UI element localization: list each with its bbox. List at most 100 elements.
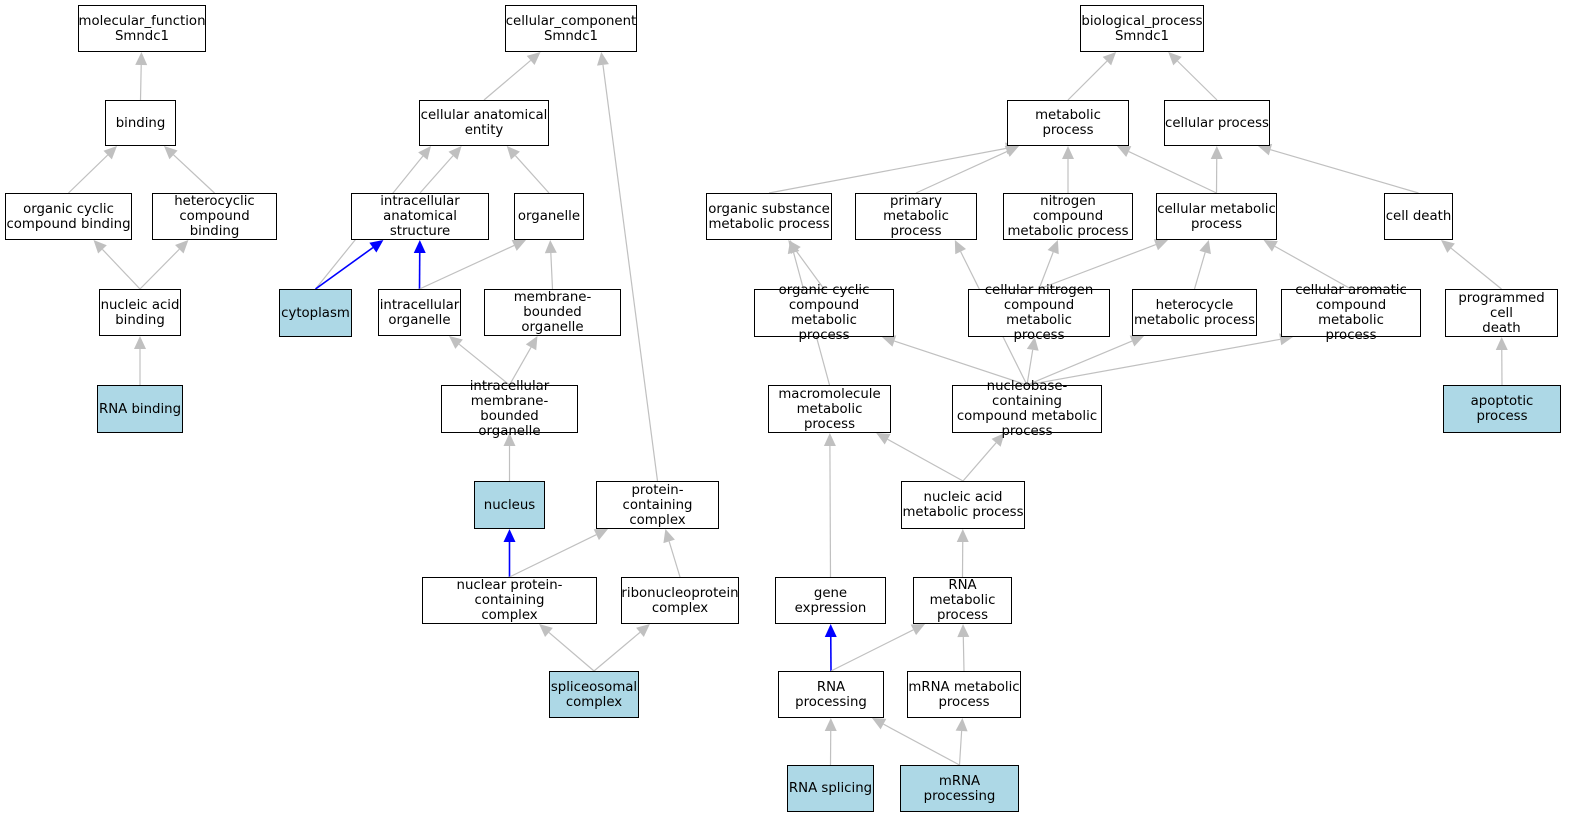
arrowhead-cacmp-to-cmp <box>1263 240 1278 252</box>
term-node-occmp[interactable]: organic cyclic compound metabolic proces… <box>754 283 894 343</box>
arrowhead-rnamp-to-namp <box>956 529 969 543</box>
term-node-met[interactable]: metabolic process <box>1007 100 1129 146</box>
arrowhead-nbcmp-to-occmp <box>882 335 897 347</box>
term-node-osmp[interactable]: organic substance metabolic process <box>706 193 832 240</box>
edge-cncmp-to-ncmp <box>1038 251 1054 290</box>
term-node-nbcmp[interactable]: nucleobase-containing compound metabolic… <box>952 379 1102 439</box>
arrowhead-cae-to-cc <box>526 52 541 65</box>
term-node-mf[interactable]: molecular_function Smndc1 <box>78 5 206 52</box>
term-node-cacmp[interactable]: cellular aromatic compound metabolic pro… <box>1281 283 1421 343</box>
edge-cacmp-to-cmp <box>1274 245 1352 290</box>
edge-nbcmp-to-cncmp <box>1026 349 1034 386</box>
arrowhead-pcc-to-cc <box>597 52 609 66</box>
edge-npcc-to-pcc <box>509 534 597 578</box>
arrowhead-na_bind-to-org_cyc_bind <box>93 240 107 254</box>
term-node-ias[interactable]: intracellular anatomical structure <box>351 193 489 240</box>
term-node-npcc[interactable]: nuclear protein-containing complex <box>422 577 597 624</box>
arrowhead-mbo-to-organelle <box>544 240 557 254</box>
arrowhead-namp-to-mmp <box>876 433 891 445</box>
edge-cytoplasm-to-ias <box>315 246 374 290</box>
arrowhead-organelle-to-cae <box>506 146 520 160</box>
arrowhead-mrnamp-to-rnamp <box>957 624 970 638</box>
arrowhead-mrnaproc-to-mrnamp <box>955 718 968 732</box>
term-node-ncmp[interactable]: nitrogen compound metabolic process <box>1003 193 1133 240</box>
edge-pmp-to-met <box>915 150 1008 194</box>
edge-nbcmp-to-hmp <box>1026 340 1133 386</box>
term-node-pmp[interactable]: primary metabolic process <box>855 193 977 240</box>
arrowhead-pcd-to-death <box>1441 240 1455 253</box>
arrowhead-cytoplasm-to-ias <box>369 240 384 253</box>
term-node-nucleus[interactable]: nucleus <box>474 481 545 529</box>
arrowhead-cmp-to-met <box>1117 146 1132 157</box>
edge-mrnamp-to-rnamp <box>962 636 965 672</box>
term-node-bp[interactable]: biological_process Smndc1 <box>1080 5 1204 52</box>
arrowhead-mrnaproc-to-rnaproc <box>872 718 887 730</box>
term-node-rna-bind[interactable]: RNA binding <box>97 385 183 433</box>
edge-na_bind-to-org_cyc_bind <box>102 249 141 290</box>
edge-rnp-to-pcc <box>668 541 681 578</box>
term-node-binding[interactable]: binding <box>105 100 176 146</box>
term-node-mmp[interactable]: macromolecule metabolic process <box>768 385 891 433</box>
term-node-organelle[interactable]: organelle <box>514 193 584 240</box>
edge-na_bind-to-het_bind <box>139 248 180 290</box>
term-node-cytoplasm[interactable]: cytoplasm <box>279 289 352 337</box>
term-node-org-cyc-bind[interactable]: organic cyclic compound binding <box>5 193 132 240</box>
term-node-rnasplice[interactable]: RNA splicing <box>787 765 874 812</box>
edge-pcd-to-death <box>1450 247 1502 290</box>
term-node-mrnamp[interactable]: mRNA metabolic process <box>907 671 1021 718</box>
edge-nbcmp-to-occmp <box>894 340 1028 386</box>
edge-geneexp-to-mmp <box>829 445 832 578</box>
arrowhead-pmp-to-met <box>1004 145 1019 157</box>
edge-namp-to-mmp <box>887 438 964 482</box>
term-node-mbo[interactable]: membrane-bounded organelle <box>484 289 621 336</box>
term-node-rnamp[interactable]: RNA metabolic process <box>913 577 1012 624</box>
arrowhead-cncmp-to-cmp <box>1153 239 1168 251</box>
term-node-imbo[interactable]: intracellular membrane-bounded organelle <box>441 379 578 439</box>
edge-organelle-to-cae <box>514 155 550 194</box>
term-node-apop[interactable]: apoptotic process <box>1443 385 1561 433</box>
edge-cncmp-to-cmp <box>1038 244 1157 290</box>
arrowhead-geneexp-to-mmp <box>823 433 836 447</box>
term-node-mrnaproc[interactable]: mRNA processing <box>900 765 1019 812</box>
term-node-cncmp[interactable]: cellular nitrogen compound metabolic pro… <box>968 283 1110 343</box>
edge-pcc-to-cc <box>602 64 659 482</box>
term-node-na-bind[interactable]: nucleic acid binding <box>99 289 181 336</box>
arrowhead-mmp-to-osmp <box>787 240 800 255</box>
term-node-spliceo[interactable]: spliceosomal complex <box>549 671 639 718</box>
term-node-pcc[interactable]: protein-containing complex <box>596 481 719 529</box>
term-node-cmp[interactable]: cellular metabolic process <box>1156 193 1277 240</box>
term-node-namp[interactable]: nucleic acid metabolic process <box>901 481 1025 529</box>
arrowhead-rnaproc-to-rnamp <box>910 624 925 636</box>
term-node-hmp[interactable]: heterocycle metabolic process <box>1132 289 1257 336</box>
arrowhead-cncmp-to-ncmp <box>1047 240 1059 255</box>
term-node-cae[interactable]: cellular anatomical entity <box>419 100 549 146</box>
edge-ias-to-cae <box>419 155 454 194</box>
arrowhead-spliceo-to-npcc <box>539 624 553 638</box>
arrowhead-met-to-bp <box>1102 52 1117 66</box>
edge-io-to-organelle <box>419 244 515 290</box>
term-node-cc[interactable]: cellular_component Smndc1 <box>505 5 637 52</box>
edge-osmp-to-met <box>768 147 1007 194</box>
edge-org_cyc_bind-to-binding <box>68 154 109 194</box>
term-node-rnaproc[interactable]: RNA processing <box>778 671 884 718</box>
term-node-death[interactable]: cell death <box>1384 193 1453 240</box>
arrowhead-imbo-to-mbo <box>525 336 538 351</box>
term-node-het-bind[interactable]: heterocyclic compound binding <box>152 193 277 240</box>
term-node-geneexp[interactable]: gene expression <box>775 577 886 624</box>
arrowhead-hmp-to-cmp <box>1199 240 1211 255</box>
arrowhead-io-to-ias <box>413 240 426 254</box>
arrowhead-rna_bind-to-na_bind <box>134 336 146 349</box>
edge-hmp-to-cmp <box>1193 252 1206 290</box>
edge-death-to-cellp <box>1270 149 1419 194</box>
edge-spliceo-to-rnp <box>593 631 641 672</box>
term-node-rnp[interactable]: ribonucleoprotein complex <box>621 577 739 624</box>
term-node-pcd[interactable]: programmed cell death <box>1445 289 1558 337</box>
edge-rnaproc-to-rnamp <box>830 629 914 672</box>
arrowhead-ias-to-cae <box>448 146 462 160</box>
term-node-cellp[interactable]: cellular process <box>1164 100 1270 146</box>
term-node-io[interactable]: intracellular organelle <box>378 289 461 336</box>
arrowhead-rnaproc-to-geneexp <box>824 624 837 638</box>
edge-imbo-to-io <box>458 343 510 386</box>
